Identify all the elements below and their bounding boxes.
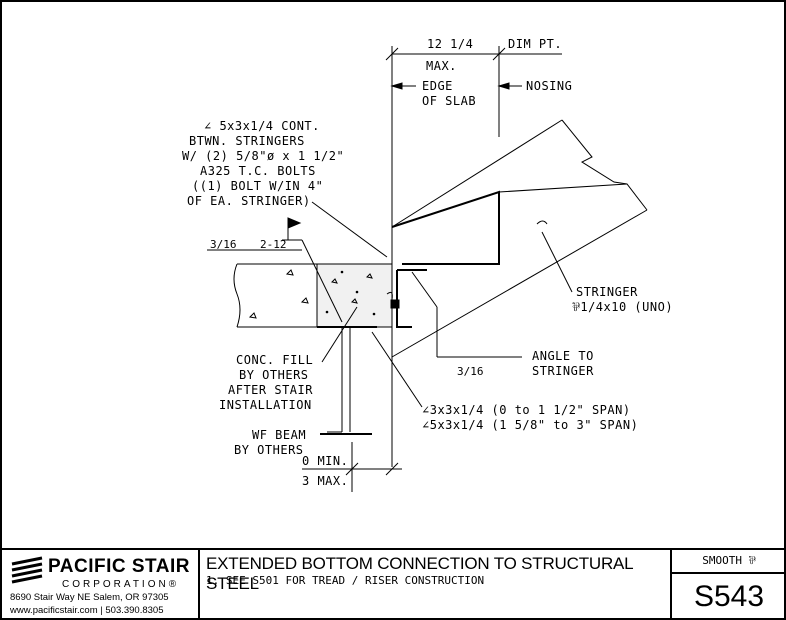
dim-max-label: MAX. bbox=[426, 59, 457, 73]
angle-to-stringer-line-1: ANGLE TO bbox=[532, 349, 594, 363]
stringer-break-line bbox=[561, 119, 648, 211]
angle-cont-line-5: ((1) BOLT W/IN 4" bbox=[192, 179, 323, 193]
concrete-fill-area bbox=[316, 263, 393, 328]
company-address: 8690 Stair Way NE Salem, OR 97305 bbox=[10, 592, 169, 603]
angles-span-leader bbox=[371, 331, 423, 408]
edge-of-slab-label-1: EDGE bbox=[422, 79, 453, 93]
angle-cont-line-2: BTWN. STRINGERS bbox=[189, 134, 305, 148]
nosing-label: NOSING bbox=[526, 79, 572, 93]
stringer-line-2: ⅌1/4x10 (UNO) bbox=[572, 300, 673, 314]
stringer-inner-line bbox=[498, 183, 628, 193]
finish-label: SMOOTH ⅌ bbox=[672, 550, 786, 574]
title-main-block: EXTENDED BOTTOM CONNECTION TO STRUCTURAL… bbox=[200, 550, 670, 620]
concrete-hatch bbox=[248, 269, 376, 319]
sheet-number: S543 bbox=[693, 580, 765, 613]
company-corporation: CORPORATION® bbox=[62, 579, 180, 590]
edge-of-slab-label-2: OF SLAB bbox=[422, 94, 476, 108]
company-web-phone: www.pacificstair.com | 503.390.8305 bbox=[10, 605, 164, 616]
drawing-labels: 12 1/4 DIM PT. MAX. EDGE OF SLAB NOSING … bbox=[182, 37, 673, 488]
title-block: PACIFIC STAIR CORPORATION® 8690 Stair Wa… bbox=[2, 548, 786, 620]
detail-title: EXTENDED BOTTOM CONNECTION TO STRUCTURAL… bbox=[206, 554, 633, 593]
angles-span-line-2: ∠5x3x1/4 (1 5/8" to 3" SPAN) bbox=[422, 418, 638, 432]
weld-length-212: 2-12 bbox=[260, 238, 287, 251]
angle-cont-leader bbox=[311, 201, 388, 258]
conc-fill-leader bbox=[321, 306, 358, 363]
slab-break-line bbox=[233, 263, 241, 328]
company-name: PACIFIC STAIR bbox=[48, 556, 190, 577]
angle-cont-line-4: A325 T.C. BOLTS bbox=[200, 164, 316, 178]
stair-tread-riser-outline bbox=[391, 190, 500, 265]
angle-cont-line-6: OF EA. STRINGER) bbox=[187, 194, 311, 208]
angle-stringer-leader-a bbox=[411, 271, 438, 308]
dim-zero-min: 0 MIN. bbox=[302, 454, 348, 468]
angle-cont-line-1: ∠ 5x3x1/4 CONT. bbox=[204, 119, 320, 133]
field-weld-flag bbox=[287, 217, 302, 229]
stringer-top-line bbox=[391, 119, 563, 228]
sheet-info-block: SMOOTH ⅌ S543 bbox=[670, 550, 786, 620]
headed-stud bbox=[386, 291, 393, 305]
pacific-stair-logo-icon bbox=[11, 556, 43, 584]
dim-12-14: 12 1/4 bbox=[427, 37, 473, 51]
dim-three-max: 3 MAX. bbox=[302, 474, 348, 488]
wf-beam-line-1: WF BEAM bbox=[252, 428, 306, 442]
conc-fill-line-3: AFTER STAIR bbox=[228, 383, 313, 397]
weld-size-316: 3/16 bbox=[210, 238, 237, 251]
weld-leader bbox=[301, 239, 343, 323]
detail-drawing: 12 1/4 DIM PT. MAX. EDGE OF SLAB NOSING … bbox=[182, 37, 673, 492]
angles-span-line-1: ∠3x3x1/4 (0 to 1 1/2" SPAN) bbox=[422, 403, 631, 417]
stringer-line-1: STRINGER bbox=[576, 285, 638, 299]
stringer-leader bbox=[541, 231, 573, 293]
dim-pt-label: DIM PT. bbox=[508, 37, 562, 51]
conc-fill-line-4: INSTALLATION bbox=[219, 398, 312, 412]
wf-beam-line-2: BY OTHERS bbox=[234, 443, 304, 457]
conc-fill-line-2: BY OTHERS bbox=[239, 368, 309, 382]
connection-angle bbox=[396, 270, 412, 328]
angle-cont-line-3: W/ (2) 5/8"ø x 1 1/2" bbox=[182, 149, 344, 163]
conc-fill-line-1: CONC. FILL bbox=[236, 353, 313, 367]
angle-stringer-weld: 3/16 bbox=[457, 365, 484, 378]
detail-note: 1. SEE S501 FOR TREAD / RISER CONSTRUCTI… bbox=[206, 574, 485, 587]
angle-to-stringer-line-2: STRINGER bbox=[532, 364, 594, 378]
stringer-section-mark bbox=[536, 220, 548, 225]
stringer-bottom-line bbox=[391, 209, 648, 358]
company-logo-block: PACIFIC STAIR CORPORATION® 8690 Stair Wa… bbox=[2, 550, 200, 620]
tc-bolt bbox=[390, 299, 400, 309]
